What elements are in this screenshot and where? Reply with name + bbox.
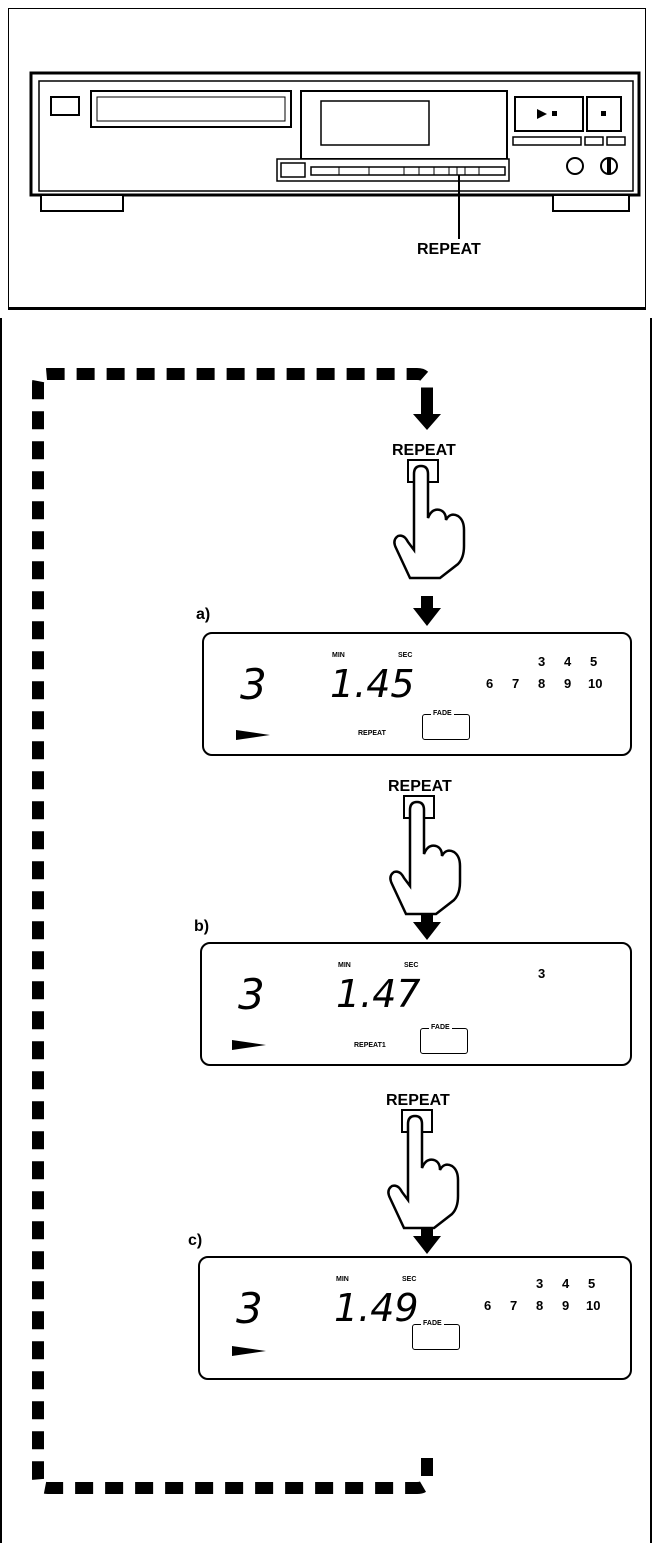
device-repeat-label: REPEAT (417, 241, 481, 258)
cd-player-illustration (29, 71, 641, 239)
track-num-4: 4 (562, 1276, 570, 1291)
fade-indicator: FADE (412, 1320, 460, 1350)
track-number: 3 (240, 660, 268, 709)
repeat-mode-indicator: REPEAT (358, 730, 386, 737)
elapsed-time: 1.49 (334, 1286, 419, 1330)
fade-indicator: FADE (422, 710, 470, 740)
track-num-3: 3 (538, 654, 546, 669)
track-num-3: 3 (536, 1276, 544, 1291)
min-indicator: MIN (332, 652, 345, 659)
pointing-hand-icon (393, 459, 466, 580)
lcd-display-c: 3 MIN SEC 1.49 3 4 5 6 7 8 9 10 FADE (198, 1256, 632, 1380)
track-num-3: 3 (538, 966, 546, 981)
pointing-hand-icon (387, 1109, 460, 1230)
repeat-mode-indicator: REPEAT1 (354, 1042, 386, 1049)
arrow-down-icon (413, 596, 441, 626)
play-icon (232, 1346, 266, 1356)
step-c-label: c) (188, 1232, 203, 1249)
track-number: 3 (236, 1284, 264, 1333)
fade-indicator: FADE (420, 1024, 468, 1054)
press-repeat-label: REPEAT (388, 778, 452, 795)
device-panel: REPEAT (8, 8, 646, 310)
sec-indicator: SEC (404, 962, 419, 969)
track-num-8: 8 (538, 676, 546, 691)
track-num-6: 6 (484, 1298, 492, 1313)
track-num-9: 9 (562, 1298, 570, 1313)
track-num-5: 5 (590, 654, 598, 669)
arrow-down-icon (413, 402, 441, 430)
step-b-label: b) (194, 918, 210, 935)
elapsed-time: 1.45 (330, 662, 415, 706)
track-number: 3 (238, 970, 266, 1019)
sec-indicator: SEC (398, 652, 413, 659)
press-repeat-label: REPEAT (392, 442, 456, 459)
elapsed-time: 1.47 (336, 972, 421, 1016)
track-num-10: 10 (588, 676, 603, 691)
pointing-hand-icon (389, 795, 462, 916)
track-num-6: 6 (486, 676, 494, 691)
sec-indicator: SEC (402, 1276, 417, 1283)
track-num-7: 7 (512, 676, 520, 691)
press-repeat-label: REPEAT (386, 1092, 450, 1109)
track-num-9: 9 (564, 676, 572, 691)
lcd-display-a: 3 MIN SEC 1.45 3 4 5 6 7 8 9 10 REPEAT F… (202, 632, 632, 756)
page-left-border (0, 318, 2, 1543)
page-right-border (650, 318, 652, 1543)
min-indicator: MIN (338, 962, 351, 969)
step-a-label: a) (196, 606, 211, 623)
track-num-8: 8 (536, 1298, 544, 1313)
play-icon (232, 1040, 266, 1050)
track-num-7: 7 (510, 1298, 518, 1313)
track-num-5: 5 (588, 1276, 596, 1291)
track-num-4: 4 (564, 654, 572, 669)
min-indicator: MIN (336, 1276, 349, 1283)
lcd-display-b: 3 MIN SEC 1.47 3 REPEAT1 FADE (200, 942, 632, 1066)
play-icon (236, 730, 270, 740)
track-num-10: 10 (586, 1298, 601, 1313)
